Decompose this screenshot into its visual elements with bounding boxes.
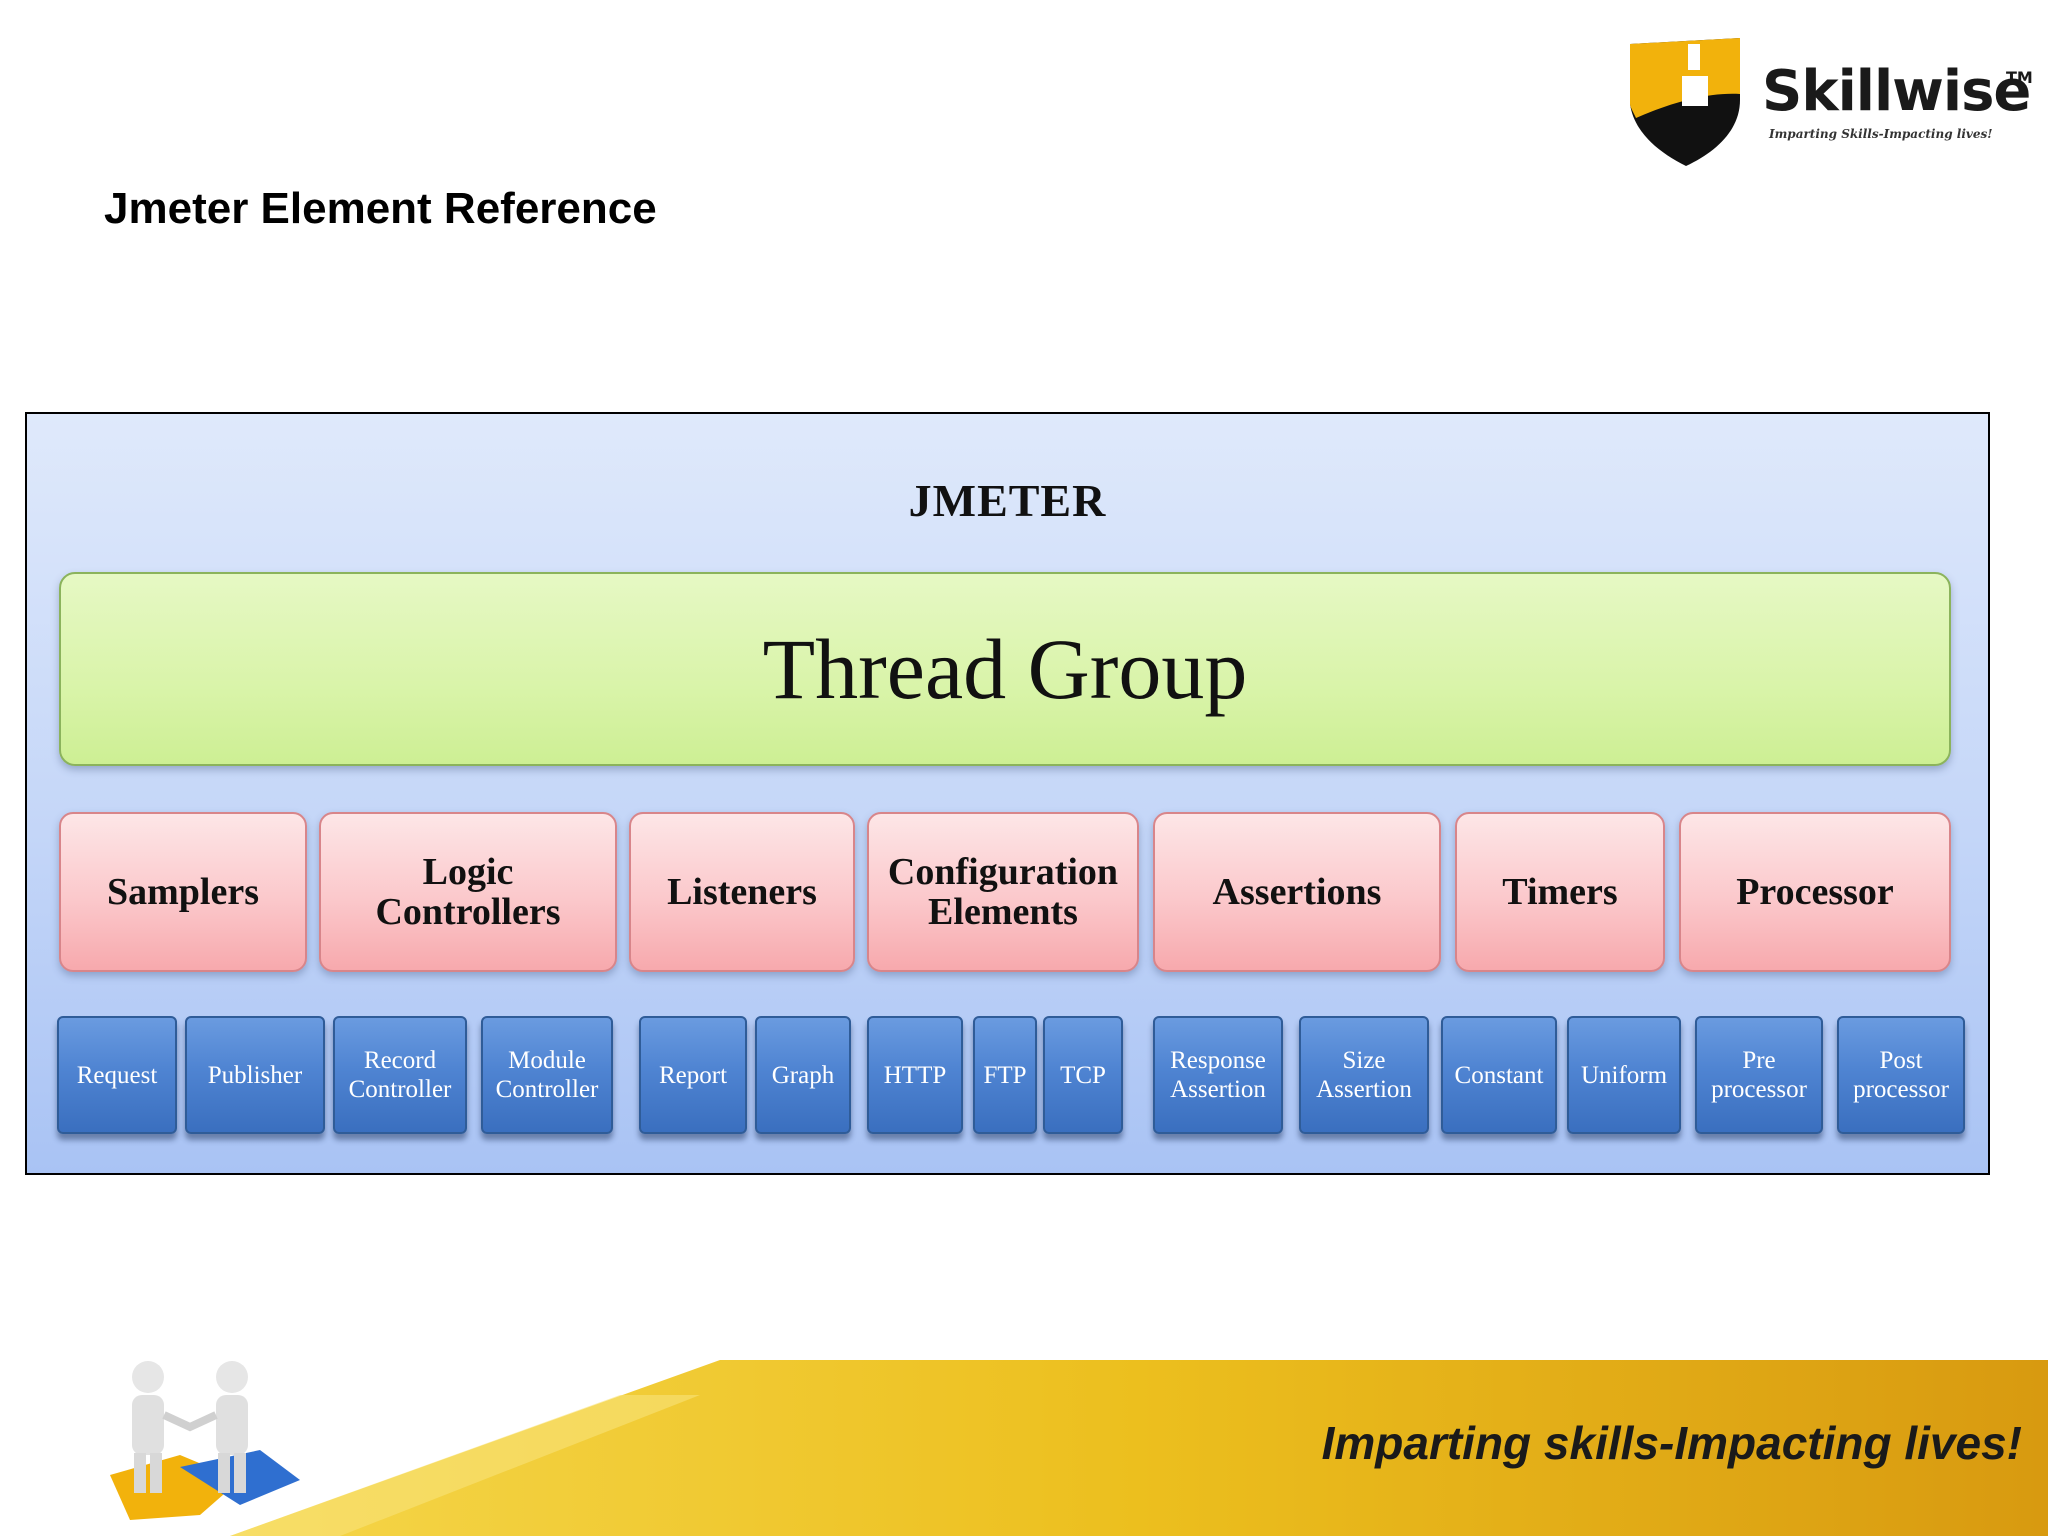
category-label: Processor	[1736, 871, 1894, 913]
leaf-label: Response Assertion	[1170, 1047, 1266, 1103]
thread-group-label: Thread Group	[762, 621, 1248, 717]
skillwise-logo: Skillwise TM Imparting Skills-Impacting …	[1628, 34, 2033, 170]
leaf-ftp: FTP	[973, 1016, 1037, 1134]
category-label: Logic Controllers	[375, 851, 561, 933]
leaf-label: Uniform	[1580, 1061, 1668, 1089]
diagram-title: JMETER	[908, 475, 1107, 526]
page-title: Jmeter Element Reference	[104, 184, 657, 233]
leaf-label: Constant	[1454, 1061, 1544, 1089]
leaf-http: HTTP	[867, 1016, 963, 1134]
category-configuration-elements: Configuration Elements	[867, 812, 1139, 972]
leaf-publisher: Publisher	[185, 1016, 325, 1134]
category-samplers: Samplers	[59, 812, 307, 972]
leaf-record-controller: Record Controller	[333, 1016, 467, 1134]
shield-icon	[1630, 38, 1740, 166]
jmeter-diagram: JMETER Thread Group Samplers Logic Contr…	[25, 412, 1990, 1175]
leaf-label: Post processor	[1853, 1047, 1949, 1103]
leaf-label: Pre processor	[1711, 1047, 1807, 1103]
people-puzzle-icon	[110, 1361, 300, 1520]
leaf-report: Report	[639, 1016, 747, 1134]
leaf-uniform: Uniform	[1567, 1016, 1681, 1134]
leaf-label: Record Controller	[348, 1047, 452, 1103]
leaf-post-processor: Post processor	[1837, 1016, 1965, 1134]
leaf-response-assertion: Response Assertion	[1153, 1016, 1283, 1134]
leaf-label: FTP	[983, 1061, 1027, 1089]
category-logic-controllers: Logic Controllers	[319, 812, 617, 972]
logo-brand: Skillwise	[1762, 59, 2031, 124]
leaf-label: TCP	[1060, 1061, 1106, 1089]
category-label: Samplers	[107, 871, 259, 913]
leaf-label: Report	[658, 1061, 728, 1089]
leaf-label: HTTP	[883, 1061, 947, 1089]
leaf-tcp: TCP	[1043, 1016, 1123, 1134]
category-label: Listeners	[667, 871, 817, 913]
leaf-graph: Graph	[755, 1016, 851, 1134]
leaf-size-assertion: Size Assertion	[1299, 1016, 1429, 1134]
leaf-request: Request	[57, 1016, 177, 1134]
leaf-label: Size Assertion	[1316, 1047, 1412, 1103]
category-assertions: Assertions	[1153, 812, 1441, 972]
category-timers: Timers	[1455, 812, 1665, 972]
footer-band-graphic	[230, 1360, 2048, 1536]
leaf-label: Module Controller	[495, 1047, 599, 1103]
category-label: Timers	[1502, 871, 1618, 913]
leaf-label: Graph	[771, 1061, 835, 1089]
footer-band	[0, 1355, 2048, 1536]
leaf-label: Publisher	[207, 1061, 303, 1089]
footer-tagline: Imparting skills-Impacting lives!	[1321, 1417, 2022, 1469]
category-label: Configuration Elements	[887, 851, 1119, 933]
logo-trademark: TM	[2006, 68, 2033, 87]
thread-group-node: Thread Group	[59, 572, 1951, 766]
category-processor: Processor	[1679, 812, 1951, 972]
leaf-pre-processor: Pre processor	[1695, 1016, 1823, 1134]
category-listeners: Listeners	[629, 812, 855, 972]
leaf-constant: Constant	[1441, 1016, 1557, 1134]
category-label: Assertions	[1212, 871, 1382, 913]
leaf-label: Request	[76, 1061, 158, 1089]
logo-tagline: Imparting Skills-Impacting lives!	[1769, 127, 1993, 141]
leaf-module-controller: Module Controller	[481, 1016, 613, 1134]
